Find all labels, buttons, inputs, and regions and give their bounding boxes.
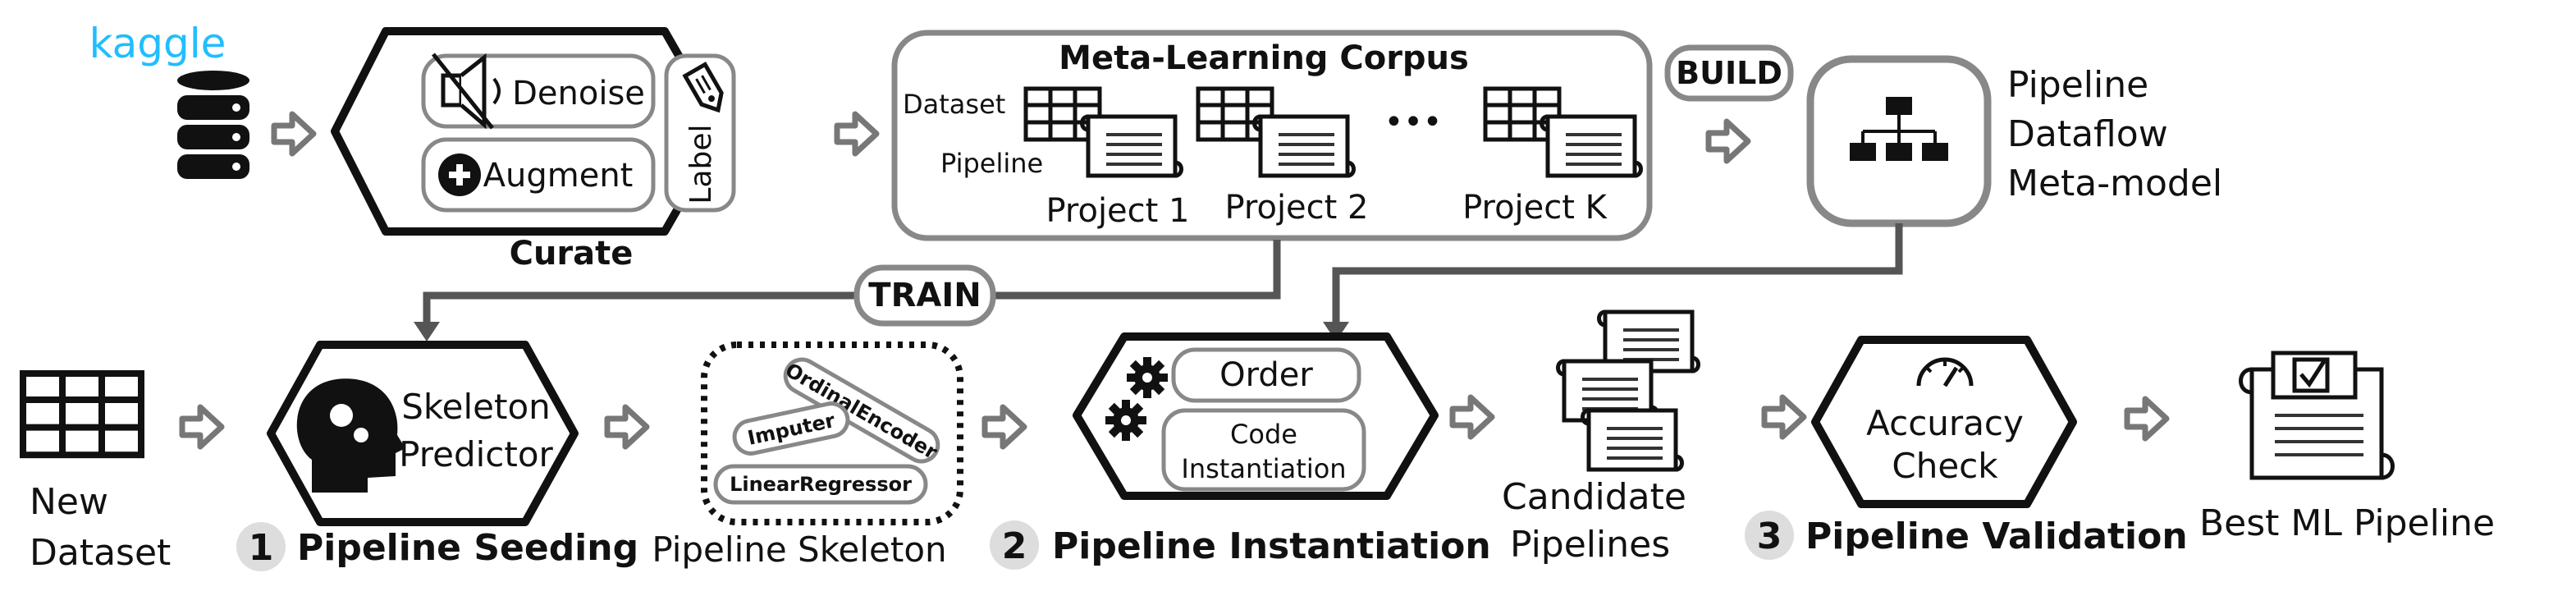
- train-connector: [423, 240, 1281, 327]
- svg-text:Pipeline Instantiation: Pipeline Instantiation: [1052, 525, 1491, 567]
- step-3-label: 3 Pipeline Validation: [1745, 511, 2188, 560]
- table-icon: [23, 374, 141, 455]
- step-1-label: 1 Pipeline Seeding: [236, 522, 638, 571]
- gear-icon: [1127, 357, 1168, 398]
- svg-text:BUILD: BUILD: [1676, 55, 1782, 91]
- mute-speaker-icon: [432, 53, 501, 130]
- best-pipeline-label: Best ML Pipeline: [2199, 502, 2495, 544]
- new-dataset-line-2: Dataset: [30, 532, 171, 574]
- flow-arrow: [985, 407, 1024, 447]
- pipeline-skeleton-caption: Pipeline Skeleton: [652, 529, 946, 570]
- metamodel-box: [1806, 55, 1992, 227]
- flow-arrow: [1709, 121, 1748, 161]
- augment-box: [421, 137, 656, 213]
- checked-scroll-icon: [2239, 351, 2395, 480]
- candidate-line-1: Candidate: [1502, 476, 1686, 518]
- hierarchy-icon: [1850, 97, 1948, 161]
- svg-text:2: 2: [1002, 525, 1027, 567]
- new-dataset: New Dataset: [23, 374, 171, 574]
- flow-arrow: [1764, 397, 1804, 437]
- pipeline-skeleton: OrdinalEncoder Imputer LinearRegressor P…: [652, 341, 963, 570]
- gear-icon: [1105, 400, 1146, 441]
- meta-learning-corpus: Meta-Learning Corpus Dataset Pipeline ••…: [891, 30, 1653, 241]
- accuracy-line-2: Check: [1892, 446, 1998, 486]
- corpus-ellipsis: •••: [1384, 103, 1443, 141]
- instantiation-panel: Order Code Instantiation: [1073, 332, 1439, 500]
- step-2-label: 2 Pipeline Instantiation: [990, 520, 1491, 570]
- new-dataset-line-1: New: [30, 481, 108, 523]
- scroll-icon: [1583, 410, 1682, 470]
- kaggle-source: kaggle: [89, 20, 249, 179]
- project-k-label: Project K: [1462, 189, 1608, 227]
- order-label: Order: [1219, 356, 1313, 394]
- gauge-icon: [1916, 357, 1974, 387]
- scroll-icon: [1542, 117, 1641, 176]
- scroll-icon: [1255, 117, 1354, 176]
- skeleton-predictor-line-1: Skeleton: [401, 387, 551, 427]
- project-2-label: Project 2: [1224, 189, 1368, 227]
- metamodel-line-3: Meta-model: [2007, 163, 2222, 204]
- candidate-pipelines: Candidate Pipelines: [1502, 312, 1699, 566]
- code-label-2: Instantiation: [1181, 453, 1346, 484]
- corpus-title: Meta-Learning Corpus: [1059, 39, 1469, 77]
- skeleton-predictor-line-2: Predictor: [399, 434, 553, 474]
- dataset-label: Dataset: [903, 89, 1005, 120]
- tag-icon: [682, 62, 724, 113]
- curate-panel: Denoise Augment Label Curate: [331, 27, 736, 273]
- svg-text:TRAIN: TRAIN: [868, 277, 981, 314]
- flow-arrow: [182, 407, 222, 447]
- flow-arrow: [837, 114, 876, 154]
- best-pipeline: Best ML Pipeline: [2199, 351, 2495, 544]
- head-gears-icon: [296, 378, 405, 493]
- skeleton-predictor: Skeleton Predictor: [267, 341, 579, 526]
- build-badge: BUILD: [1664, 44, 1794, 102]
- scroll-icon: [1082, 117, 1182, 176]
- train-badge: TRAIN: [853, 264, 996, 327]
- svg-text:Pipeline Validation: Pipeline Validation: [1805, 516, 2188, 557]
- svg-text:1: 1: [249, 527, 274, 569]
- svg-text:LinearRegressor: LinearRegressor: [730, 473, 912, 496]
- augment-label: Augment: [483, 157, 634, 195]
- build-arrowhead: [1323, 322, 1349, 341]
- label-tag-text: Label: [684, 124, 718, 204]
- curate-title: Curate: [510, 235, 634, 273]
- candidate-line-2: Pipelines: [1510, 524, 1670, 566]
- flow-arrow: [2127, 399, 2166, 438]
- project-1-label: Project 1: [1045, 192, 1189, 230]
- flow-arrow: [1453, 397, 1492, 437]
- order-box: [1171, 347, 1361, 403]
- database-icon: [177, 71, 249, 179]
- denoise-label: Denoise: [512, 75, 645, 112]
- kaggle-logo: kaggle: [89, 20, 226, 67]
- svg-text:3: 3: [1757, 516, 1782, 557]
- svg-text:Pipeline Seeding: Pipeline Seeding: [297, 527, 638, 569]
- code-label-1: Code: [1230, 419, 1297, 450]
- flow-arrow: [274, 114, 313, 154]
- accuracy-check: Accuracy Check: [1811, 336, 2077, 508]
- component-linearregressor: LinearRegressor: [713, 464, 928, 505]
- code-box: [1161, 408, 1366, 492]
- build-connector: [1332, 223, 1903, 327]
- metamodel-line-2: Dataflow: [2007, 113, 2168, 155]
- flow-arrow: [607, 407, 647, 447]
- metamodel-line-1: Pipeline: [2007, 64, 2148, 106]
- plus-circle-icon: [438, 154, 481, 196]
- train-arrowhead: [414, 322, 440, 341]
- pipeline-label: Pipeline: [940, 148, 1043, 179]
- accuracy-line-1: Accuracy: [1866, 403, 2024, 443]
